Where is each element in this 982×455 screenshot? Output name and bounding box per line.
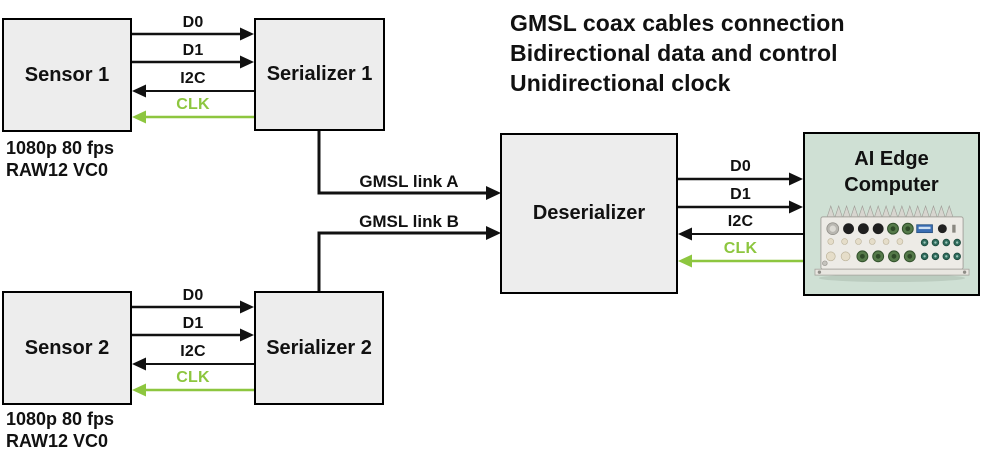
signal-label-clk-deserializer: CLK (723, 240, 758, 257)
gmsl-link-a-label: GMSL link A (359, 172, 459, 191)
arrow-d1-sensor2 (132, 328, 254, 342)
ai-edge-computer-photo (814, 205, 969, 283)
arrow-clk-deserializer (678, 254, 803, 268)
arrow-i2c-sensor1 (132, 84, 254, 98)
sensor-1-caption-line-1: 1080p 80 fps (6, 138, 115, 158)
signal-label-clk-sensor2: CLK (176, 369, 210, 386)
signal-label-d0-sensor1: D0 (182, 14, 204, 31)
node-ai-edge-computer: AI Edge Computer (803, 132, 980, 296)
arrow-clk-sensor1 (132, 110, 254, 124)
node-serializer-2: Serializer 2 (254, 291, 384, 405)
signal-label-d1-sensor1: D1 (182, 42, 204, 59)
signal-label-i2c-sensor2: I2C (180, 343, 206, 360)
arrow-d0-deserializer (678, 172, 803, 186)
title-line-2: Bidirectional data and control (510, 40, 838, 66)
node-sensor-2: Sensor 2 (2, 291, 132, 405)
sensor-2-caption-line-1: 1080p 80 fps (6, 409, 115, 429)
node-deserializer: Deserializer (500, 133, 678, 294)
signal-label-d0-deserializer: D0 (730, 158, 751, 175)
arrow-gmsl-link-a (317, 131, 501, 200)
arrow-i2c-deserializer (678, 227, 803, 241)
sensor-2-caption-line-2: RAW12 VC0 (6, 431, 109, 451)
arrow-clk-sensor2 (132, 383, 254, 397)
node-serializer-1: Serializer 1 (254, 18, 385, 131)
diagram-title: GMSL coax cables connection Bidirectiona… (510, 8, 845, 98)
arrow-d0-sensor2 (132, 300, 254, 314)
signal-label-d0-sensor2: D0 (182, 287, 204, 304)
sensor-1-caption: 1080p 80 fps RAW12 VC0 (6, 137, 114, 181)
title-line-3: Unidirectional clock (510, 70, 731, 96)
signal-label-i2c-sensor1: I2C (180, 70, 206, 87)
sensor-1-caption-line-2: RAW12 VC0 (6, 160, 109, 180)
deserializer-label: Deserializer (532, 202, 646, 224)
node-sensor-1: Sensor 1 (2, 18, 132, 132)
mounting-plate (814, 268, 969, 276)
arrow-d1-sensor1 (132, 55, 254, 69)
gmsl-link-b-label: GMSL link B (359, 212, 459, 231)
signal-label-i2c-deserializer: I2C (727, 213, 754, 230)
sensor-1-label: Sensor 1 (24, 63, 110, 86)
arrow-d0-sensor1 (132, 27, 254, 41)
signal-label-d1-sensor2: D1 (182, 315, 204, 332)
sensor-2-caption: 1080p 80 fps RAW12 VC0 (6, 408, 114, 452)
mini-connector-block (920, 238, 961, 261)
arrow-gmsl-link-b (317, 226, 501, 291)
ai-edge-computer-label: AI Edge Computer (844, 148, 939, 196)
signal-label-clk-sensor1: CLK (176, 96, 210, 113)
serializer-1-label: Serializer 1 (266, 63, 373, 85)
arrow-i2c-sensor2 (132, 357, 254, 371)
arrow-d1-deserializer (678, 200, 803, 214)
title-line-1: GMSL coax cables connection (510, 10, 845, 36)
signal-label-d1-deserializer: D1 (730, 186, 751, 203)
heatsink-fins (825, 205, 954, 219)
sensor-2-label: Sensor 2 (24, 336, 110, 359)
serializer-2-label: Serializer 2 (266, 336, 372, 359)
